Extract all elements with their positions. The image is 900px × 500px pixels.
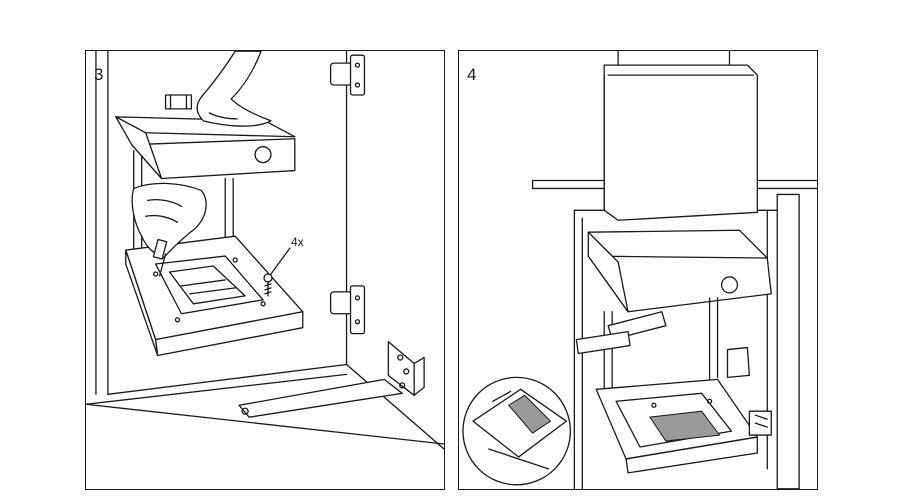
step-3-panel: 3 4x xyxy=(85,50,445,490)
step-3-number: 3 xyxy=(94,65,104,84)
hand-icon xyxy=(197,51,271,126)
bracket-icon xyxy=(239,342,424,418)
magnified-detail-circle xyxy=(463,377,570,484)
cabinet-opening xyxy=(574,194,799,488)
step-3-illustration xyxy=(86,51,444,489)
hinge-bottom-icon xyxy=(331,286,365,334)
cabinet-walls xyxy=(86,51,444,449)
step-4-illustration xyxy=(459,51,817,489)
screw-quantity-label: 4x xyxy=(291,235,304,249)
step-4-number: 4 xyxy=(467,65,477,84)
step-4-panel: 4 xyxy=(458,50,818,490)
pull-out-frame xyxy=(576,298,749,399)
waste-bin-icon xyxy=(604,51,757,220)
upper-basket xyxy=(116,117,295,179)
hinge-top-icon xyxy=(331,55,365,95)
hand-with-screwdriver-icon xyxy=(132,183,206,276)
base-tray xyxy=(126,236,303,355)
door-clip-icon xyxy=(749,411,771,435)
upper-basket xyxy=(588,230,771,312)
base-tray xyxy=(596,379,757,472)
screw-icon xyxy=(264,248,290,296)
